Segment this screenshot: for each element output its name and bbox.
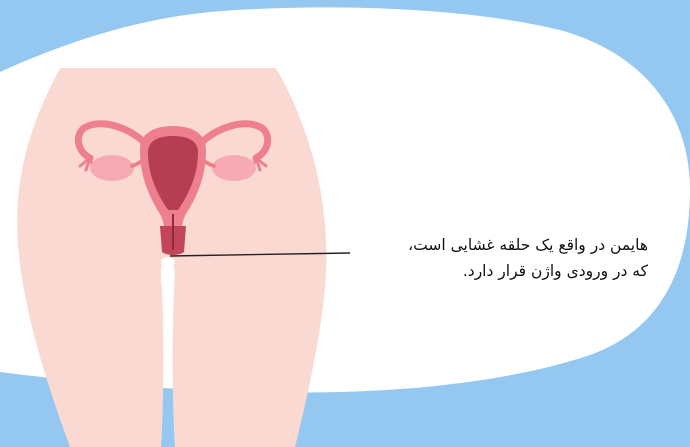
body-silhouette [17, 68, 326, 447]
right-ovary [212, 155, 256, 181]
left-ovary [90, 155, 134, 181]
hymen-ring [161, 257, 175, 267]
hymen-caption: هایمن در واقع یک حلقه غشایی است، که در و… [318, 232, 648, 284]
caption-line-2: که در ورودی واژن قرار دارد. [318, 258, 648, 284]
caption-line-1: هایمن در واقع یک حلقه غشایی است، [318, 232, 648, 258]
